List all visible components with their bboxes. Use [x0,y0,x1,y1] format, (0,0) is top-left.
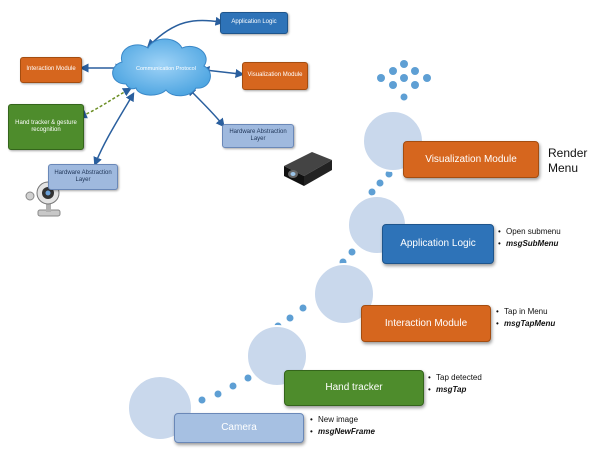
stage-camera-box: Camera [174,413,304,443]
render-menu-label: Render Menu [548,146,587,176]
stage-application-logic-box: Application Logic [382,224,494,264]
stage-visualization-module-box: Visualization Module [403,141,539,178]
projector-icon [284,152,332,186]
arch-visualization-module-box: Visualization Module [242,62,308,90]
note-camera: •New image •msgNewFrame [310,415,375,436]
arch-hardware-layer-left-box: Hardware Abstraction Layer [48,164,118,190]
render-label-line1: Render [548,146,588,160]
note-camera-message: msgNewFrame [318,427,375,436]
arch-hand-tracker-box: Hand tracker & gesture recognition [8,104,84,150]
note-application-message: msgSubMenu [506,239,559,248]
note-hand-tracker-event: Tap detected [436,373,482,382]
dot-cluster-icon [377,60,431,101]
note-hand-tracker-message: msgTap [436,385,467,394]
note-interaction-message: msgTapMenu [504,319,556,328]
note-hand-tracker: •Tap detected •msgTap [428,373,482,394]
stage-interaction-module-box: Interaction Module [361,305,491,342]
note-interaction: •Tap in Menu •msgTapMenu [496,307,556,328]
pipeline-dots [198,170,393,404]
note-application: •Open submenu •msgSubMenu [498,227,561,248]
arch-interaction-module-box: Interaction Module [20,57,82,83]
note-interaction-event: Tap in Menu [504,307,548,316]
render-label-line2: Menu [548,161,579,175]
note-camera-event: New image [318,415,359,424]
communication-protocol-cloud [112,38,211,97]
arch-application-logic-box: Application Logic [220,12,288,34]
cloud-label: Communication Protocol [136,65,196,72]
stage-hand-tracker-box: Hand tracker [284,370,424,406]
arch-hardware-layer-right-box: Hardware Abstraction Layer [222,124,294,148]
note-application-event: Open submenu [506,227,561,236]
